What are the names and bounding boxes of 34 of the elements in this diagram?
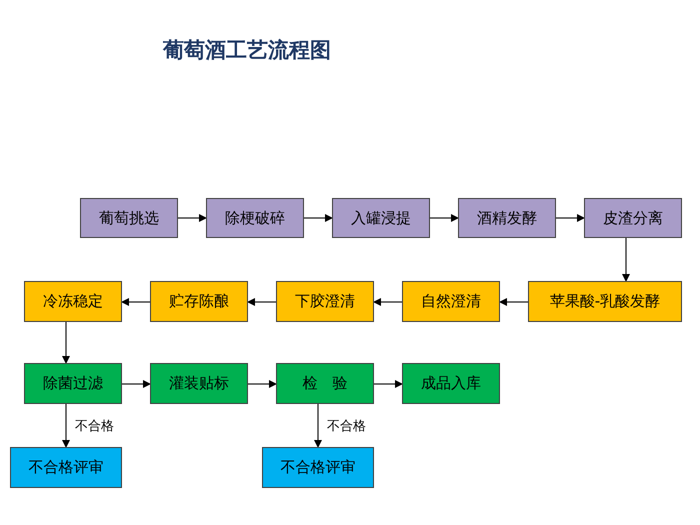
arrow <box>314 404 322 448</box>
arrow <box>374 380 403 388</box>
process-box: 自然澄清 <box>402 281 500 322</box>
process-box: 检 验 <box>276 363 374 404</box>
title: 葡萄酒工艺流程图 <box>163 37 331 64</box>
arrow <box>247 298 276 306</box>
arrow <box>248 380 277 388</box>
process-box: 冷冻稳定 <box>24 281 122 322</box>
arrow <box>499 298 528 306</box>
edge-label: 不合格 <box>326 416 367 434</box>
arrow <box>62 322 70 364</box>
process-box: 除梗破碎 <box>206 198 304 238</box>
process-box: 入罐浸提 <box>332 198 430 238</box>
arrow <box>622 238 630 282</box>
arrow <box>178 214 207 222</box>
process-box: 皮渣分离 <box>584 198 682 238</box>
process-box: 贮存陈酿 <box>150 281 248 322</box>
arrow <box>430 214 459 222</box>
process-box: 灌装贴标 <box>150 363 248 404</box>
arrow <box>121 298 150 306</box>
review-box: 不合格评审 <box>262 447 374 488</box>
process-box: 下胶澄清 <box>276 281 374 322</box>
process-box: 成品入库 <box>402 363 500 404</box>
arrow <box>556 214 585 222</box>
arrow <box>304 214 333 222</box>
process-box: 酒精发酵 <box>458 198 556 238</box>
process-box: 苹果酸-乳酸发酵 <box>528 281 682 322</box>
arrow <box>373 298 402 306</box>
edge-label: 不合格 <box>74 416 115 434</box>
arrow <box>62 404 70 448</box>
review-box: 不合格评审 <box>10 447 122 488</box>
process-box: 除菌过滤 <box>24 363 122 404</box>
arrow <box>122 380 151 388</box>
process-box: 葡萄挑选 <box>80 198 178 238</box>
